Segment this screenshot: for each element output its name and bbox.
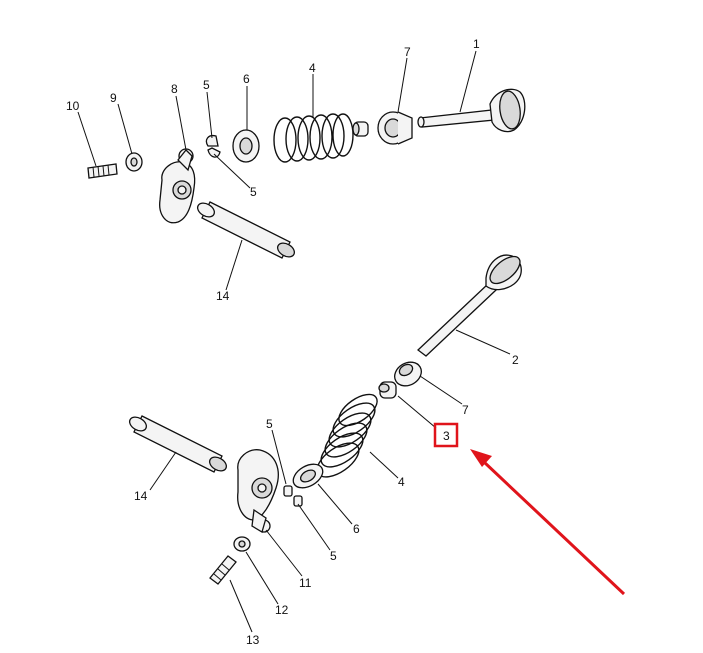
part-4-spring-upper <box>273 113 354 163</box>
part-11-rocker-arm-lower <box>237 449 279 533</box>
part-12-nut-lower <box>233 536 251 552</box>
highlight-arrow <box>470 449 626 596</box>
part-6-retainer-lower <box>292 463 324 489</box>
part-10-screw-upper <box>87 163 118 179</box>
callout-upper-5a: 5 <box>203 78 210 92</box>
part-1-valve-upper <box>417 88 526 133</box>
callout-upper-10: 10 <box>66 99 80 113</box>
part-9-nut-upper <box>125 152 143 172</box>
part-14-shaft-lower <box>128 415 228 473</box>
callout-lower-4: 4 <box>398 475 405 489</box>
callout-upper-6: 6 <box>243 72 250 86</box>
callout-lower-6: 6 <box>353 522 360 536</box>
callout-lower-13: 13 <box>246 633 260 647</box>
callout-lower-7: 7 <box>462 403 469 417</box>
callout-lower-14: 14 <box>134 489 148 503</box>
part-6-retainer-upper <box>232 129 260 163</box>
part-8-rocker-arm-upper <box>159 148 196 224</box>
part-4-spring-lower <box>316 393 378 478</box>
part-14-shaft-upper <box>196 201 296 259</box>
callout-upper-14: 14 <box>216 289 230 303</box>
lower-assembly <box>128 254 522 633</box>
part-7-seal-lower <box>394 361 422 387</box>
callout-lower-5b: 5 <box>330 549 337 563</box>
part-2-valve-lower <box>416 254 522 357</box>
callout-upper-4: 4 <box>309 61 316 75</box>
part-7-seal-upper <box>377 111 413 145</box>
callout-upper-8: 8 <box>171 82 178 96</box>
callout-upper-7: 7 <box>404 45 411 59</box>
callout-lower-5a: 5 <box>266 417 273 431</box>
callout-lower-12: 12 <box>275 603 289 617</box>
part-5-cotters-lower <box>283 485 303 507</box>
callout-lower-2: 2 <box>512 353 519 367</box>
part-3-seat-lower <box>378 381 397 399</box>
callout-upper-1: 1 <box>473 37 480 51</box>
part-5-cotters-upper <box>205 134 221 158</box>
callout-labels: 1 7 4 6 5 5 8 9 10 14 2 7 3 4 6 5 5 11 1… <box>66 37 519 647</box>
callout-upper-5b: 5 <box>250 185 257 199</box>
callout-upper-9: 9 <box>110 91 117 105</box>
part-13-screw-lower <box>209 555 237 585</box>
highlight-box-part-3 <box>433 422 459 448</box>
callout-lower-3: 3 <box>443 429 450 443</box>
part-3-upper <box>352 121 369 137</box>
upper-assembly <box>77 50 526 291</box>
callout-lower-11: 11 <box>299 576 312 590</box>
